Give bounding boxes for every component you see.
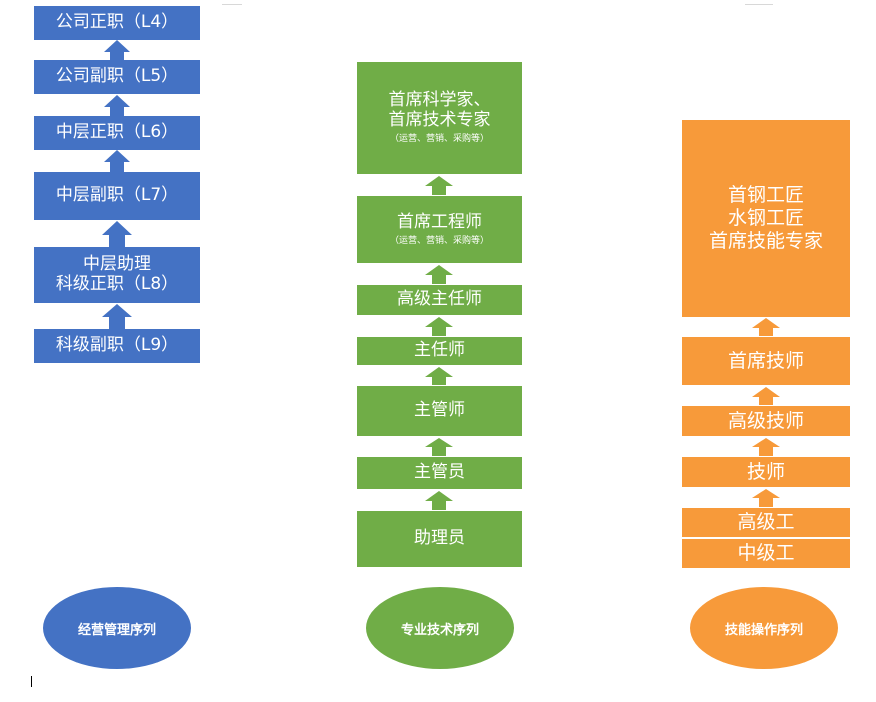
level-chief-scientist: 首席科学家、 首席技术专家 （运营、营销、采购等）	[357, 62, 522, 174]
top-edge-right	[745, 0, 773, 5]
arrow-up-icon	[104, 150, 130, 172]
arrow-up-icon	[425, 317, 453, 336]
level-senior-director: 高级主任师	[357, 285, 522, 315]
text-cursor	[31, 676, 32, 687]
level-director: 主任师	[357, 337, 522, 365]
level-L5: 公司副职（L5）	[34, 60, 200, 94]
arrow-up-icon	[102, 304, 132, 329]
level-L8: 中层助理科级正职（L8）	[34, 247, 200, 303]
arrow-up-icon	[752, 387, 780, 405]
arrow-up-icon	[752, 489, 780, 507]
arrow-up-icon	[425, 265, 453, 284]
level-master-craftsman: 首钢工匠 水钢工匠 首席技能专家	[682, 120, 850, 317]
level-intermediate-worker: 中级工	[682, 539, 850, 568]
level-L4: 公司正职（L4）	[34, 6, 200, 40]
level-chief-technician: 首席技师	[682, 337, 850, 385]
level-staff: 主管员	[357, 457, 522, 489]
arrow-up-icon	[752, 318, 780, 336]
arrow-up-icon	[104, 95, 130, 116]
arrow-up-icon	[425, 438, 453, 456]
level-L9: 科级副职（L9）	[34, 329, 200, 363]
arrow-up-icon	[102, 221, 132, 247]
arrow-up-icon	[425, 176, 453, 195]
level-senior-technician: 高级技师	[682, 406, 850, 436]
skill-series-label: 技能操作序列	[690, 587, 838, 669]
arrow-up-icon	[752, 438, 780, 456]
top-edge-left	[222, 0, 242, 5]
level-L7: 中层副职（L7）	[34, 172, 200, 220]
arrow-up-icon	[104, 40, 130, 60]
level-senior-worker: 高级工	[682, 508, 850, 537]
level-chief-engineer: 首席工程师 （运营、营销、采购等）	[357, 196, 522, 263]
level-assistant: 助理员	[357, 511, 522, 567]
arrow-up-icon	[425, 367, 453, 385]
level-L6: 中层正职（L6）	[34, 116, 200, 150]
arrow-up-icon	[425, 491, 453, 510]
technical-series-label: 专业技术序列	[366, 587, 514, 669]
level-supervisor: 主管师	[357, 386, 522, 436]
management-series-label: 经营管理序列	[43, 587, 191, 669]
level-technician: 技师	[682, 457, 850, 487]
